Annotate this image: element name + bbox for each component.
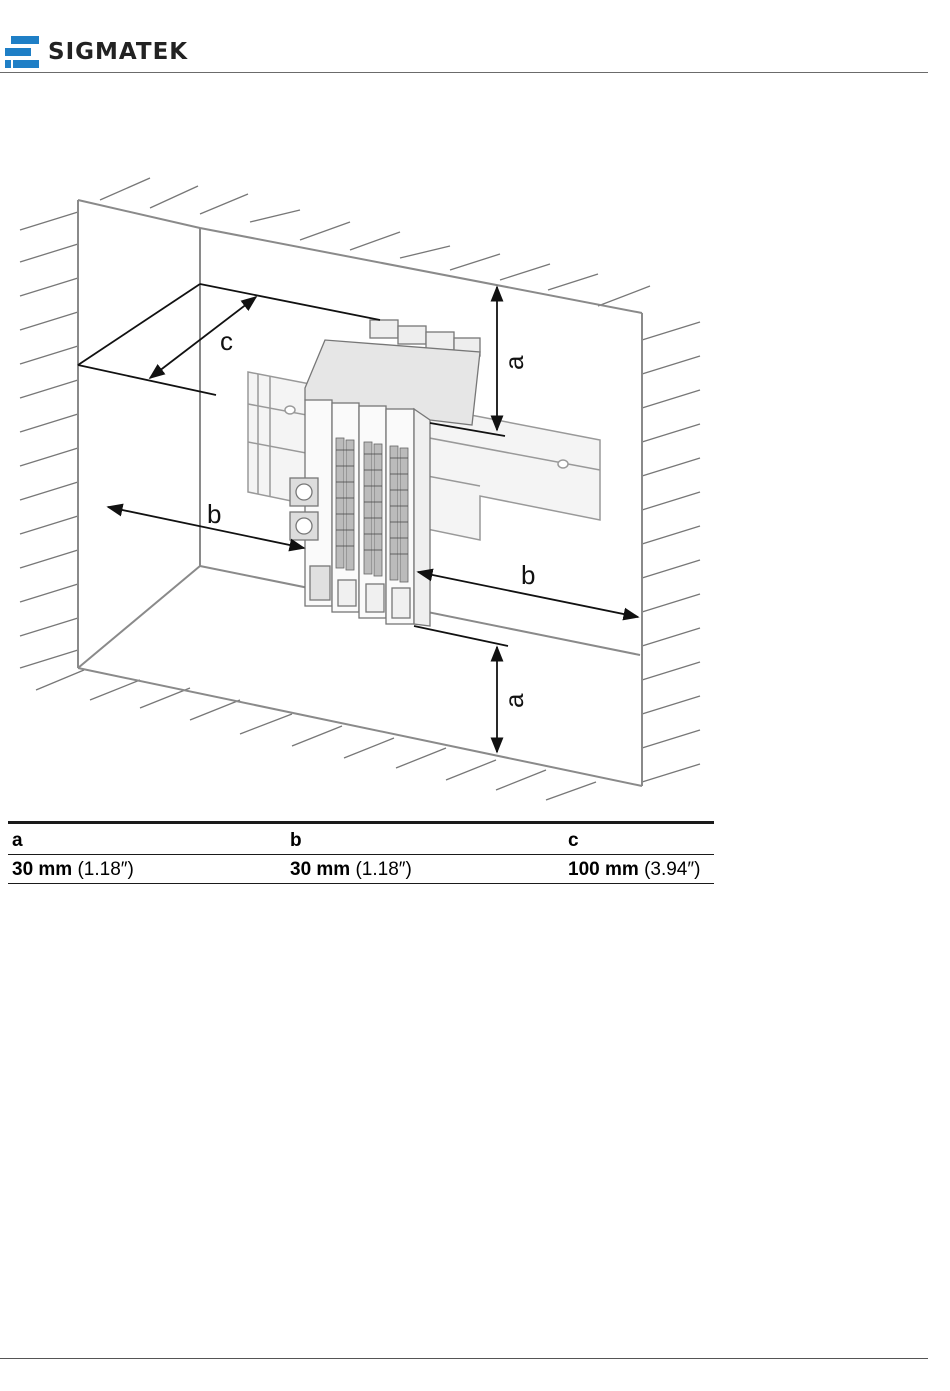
cell-c-metric: 100 mm [568,859,639,880]
cell-b-metric: 30 mm [290,859,350,880]
hatch-top [100,178,650,306]
table-header-row: a b c [8,823,714,855]
cell-a-imperial: (1.18″) [77,859,133,880]
footer-divider [0,1358,928,1359]
dimension-label-c: c [220,326,233,356]
dimension-label-b-right: b [521,560,535,590]
dimension-b-left [108,507,304,548]
dimension-label-b-left: b [207,499,221,529]
cell-b: 30 mm (1.18″) [286,855,564,884]
clearance-table: a b c 30 mm (1.18″) 30 mm (1.18″) 100 mm… [8,821,714,884]
brand-logo: SIGMATEK [5,36,188,68]
dimension-a-bottom [414,626,508,752]
page-header: SIGMATEK [0,0,950,74]
dimension-label-a-top: a [499,355,529,370]
cell-a: 30 mm (1.18″) [8,855,286,884]
cell-a-metric: 30 mm [12,859,72,880]
header-a: a [8,823,286,855]
hatch-bottom [36,670,596,800]
cell-b-imperial: (1.18″) [355,859,411,880]
header-divider [0,72,928,73]
brand-name: SIGMATEK [48,39,188,65]
cell-c: 100 mm (3.94″) [564,855,714,884]
sigmatek-logo-icon [5,36,39,68]
mounting-clearance-diagram: c a a b b [0,160,720,820]
dimension-label-a-bottom: a [499,693,529,708]
cell-c-imperial: (3.94″) [644,859,700,880]
hatch-right [642,322,700,782]
hatch-left [20,212,78,668]
header-b: b [286,823,564,855]
table-row: 30 mm (1.18″) 30 mm (1.18″) 100 mm (3.94… [8,855,714,884]
header-c: c [564,823,714,855]
